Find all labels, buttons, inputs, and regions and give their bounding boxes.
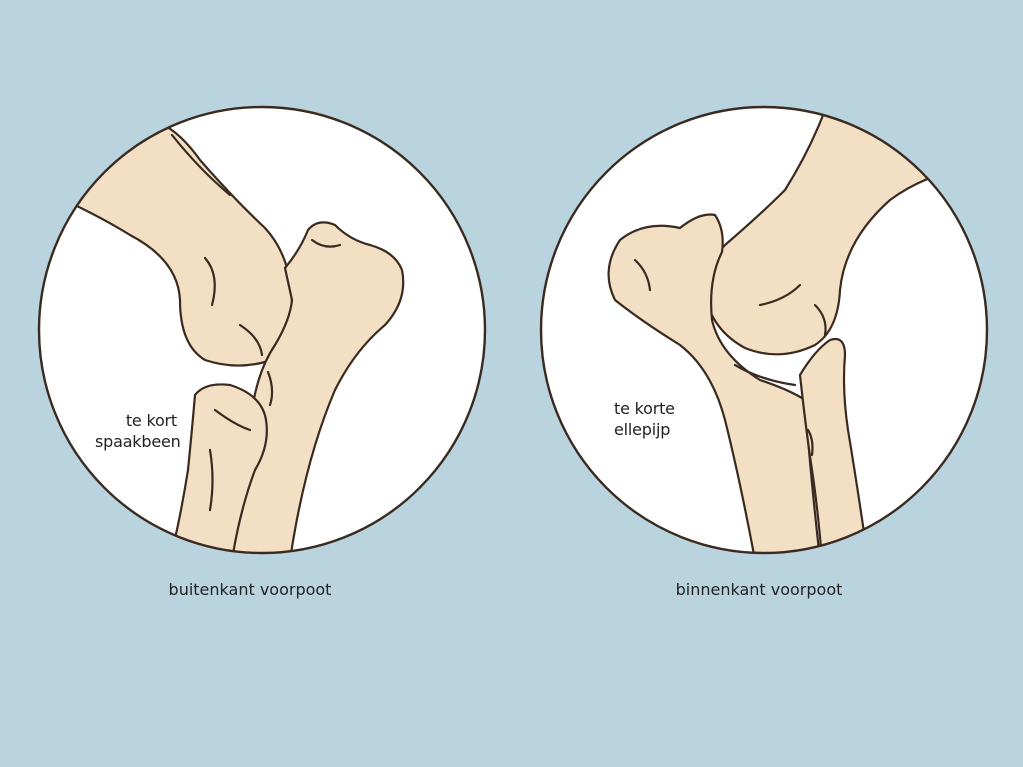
right-ulna <box>798 337 870 553</box>
right-annotation-line1: te korte <box>614 399 675 418</box>
left-elbow-diagram <box>37 105 487 555</box>
left-radius <box>168 383 268 553</box>
right-annotation: te korte ellepijp <box>614 398 675 440</box>
right-caption: binnenkant voorpoot <box>675 580 843 599</box>
left-annotation: te kort spaakbeen <box>95 410 181 452</box>
left-annotation-line1: te kort <box>125 411 177 430</box>
left-circle-outline <box>37 105 487 555</box>
right-elbow-diagram <box>539 105 989 555</box>
left-caption: buitenkant voorpoot <box>168 580 332 599</box>
right-circle-outline <box>539 105 989 555</box>
left-annotation-line2: spaakbeen <box>95 432 181 451</box>
left-ulna <box>228 221 405 553</box>
right-annotation-line2: ellepijp <box>614 420 671 439</box>
